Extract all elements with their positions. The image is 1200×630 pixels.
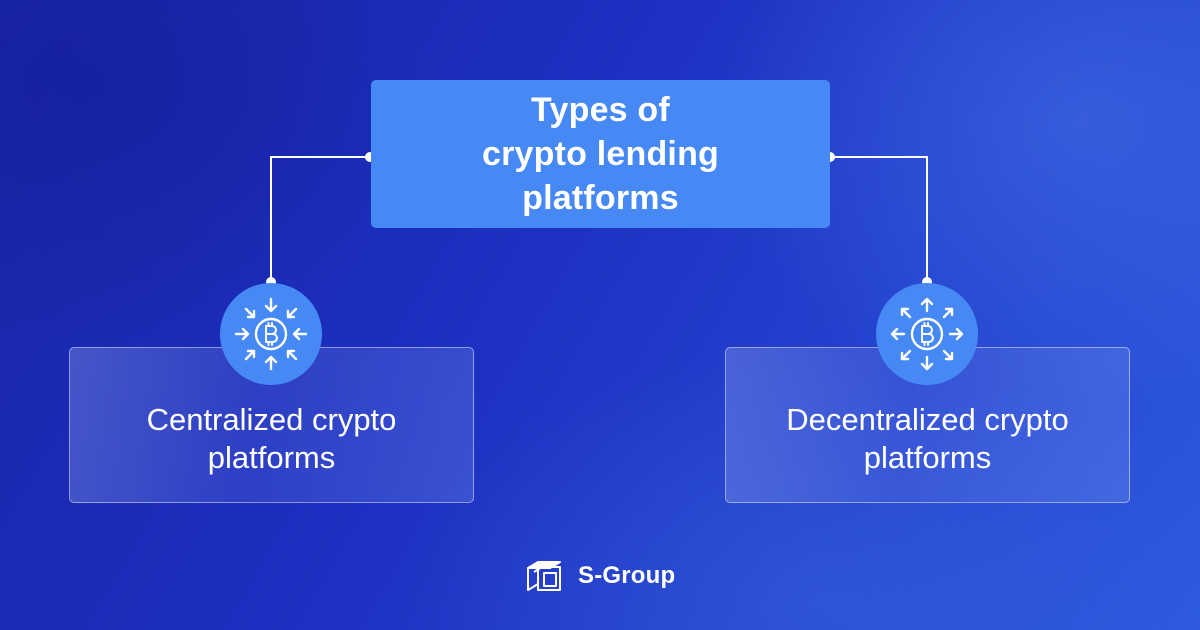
root-node: Types of crypto lending platforms: [371, 80, 830, 228]
decentralized-label-line: platforms: [863, 440, 992, 475]
brand-name: S-Group: [578, 562, 676, 589]
brand: S-Group: [524, 558, 675, 594]
bitcoin-arrows-outward-icon: [876, 283, 978, 385]
bitcoin-arrows-inward-icon: [220, 283, 322, 385]
root-title-line: crypto lending: [481, 135, 720, 173]
decentralized-label-line: Decentralized crypto: [786, 402, 1069, 437]
connector-left: [270, 156, 370, 283]
connector-right: [830, 156, 928, 283]
centralized-label-line: Centralized crypto: [146, 402, 397, 437]
root-title-line: Types of: [531, 91, 670, 129]
centralized-label-line: platforms: [207, 440, 336, 475]
root-title-line: platforms: [522, 179, 679, 217]
s-group-logo: [527, 561, 561, 591]
